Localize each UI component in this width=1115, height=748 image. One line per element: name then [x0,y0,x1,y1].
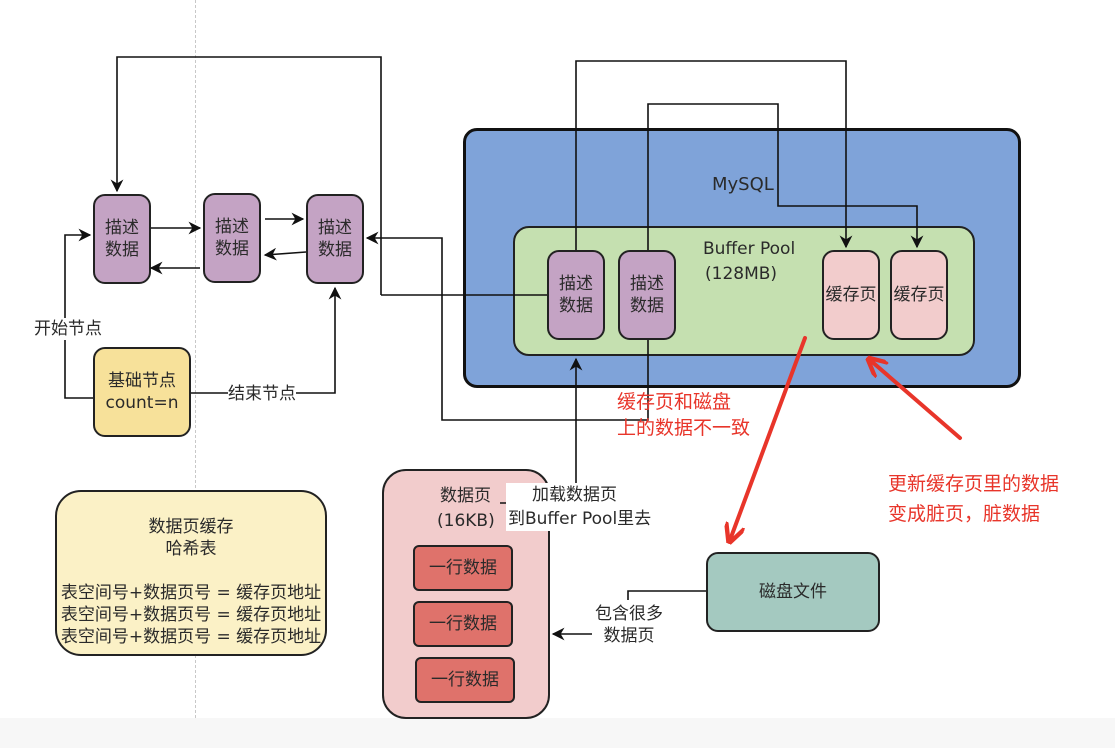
list-node-1[interactable]: 描述数据 [93,194,151,284]
base-node-count: count=n [105,393,179,413]
list-node-2-line2: 数据 [215,239,249,259]
annotation-inconsistent-1: 缓存页和磁盘 [617,391,732,413]
edge-label-start: 开始节点 [34,318,102,340]
pool-desc-label-1b: 数据 [559,296,593,316]
hash-table-entry: 表空间号+数据页号 = 缓存页地址 [60,583,322,603]
data-row-2[interactable]: 一行数据 [413,601,513,647]
annotation-inconsistent-2: 上的数据不一致 [617,417,751,439]
pool-desc-label-2b: 数据 [630,296,664,316]
cache-page-label-2: 缓存页 [893,285,945,305]
wire-node3-to-node2 [263,247,307,261]
buffer-pool-size: (128MB) [705,264,778,284]
wire-end [191,286,342,394]
bottom-strip [0,718,1115,748]
annotation-inconsistent: 缓存页和磁盘 上的数据不一致 [617,389,750,441]
edge-label-load-2: 到Buffer Pool里去 [508,509,652,529]
data-row-label: 一行数据 [429,558,497,578]
pool-desc-block-2[interactable]: 描述数据 [618,250,676,340]
list-node-1-line1: 描述 [105,218,139,238]
edge-label-end: 结束节点 [228,383,296,405]
edge-label-contains-1: 包含很多 [595,604,663,624]
edge-label-load-1: 加载数据页 [532,485,617,505]
hash-table-title-2: 哈希表 [165,539,217,559]
list-node-3[interactable]: 描述数据 [306,194,364,284]
wire-disk-to-page [627,590,706,600]
cache-page-label-1: 缓存页 [825,285,877,305]
data-page-size: (16KB) [437,511,495,531]
cache-page-2[interactable]: 缓存页 [890,250,948,340]
hash-table-entry: 表空间号+数据页号 = 缓存页地址 [60,605,322,625]
list-node-3-line1: 描述 [318,218,352,238]
data-row-1[interactable]: 一行数据 [413,545,513,591]
pool-desc-label-1a: 描述 [559,274,593,294]
disk-file[interactable]: 磁盘文件 [706,552,880,632]
pool-desc-block-1[interactable]: 描述数据 [547,250,605,340]
list-node-3-line2: 数据 [318,240,352,260]
annotation-dirty-2: 变成脏页，脏数据 [888,503,1041,525]
edge-label-contains-2: 数据页 [603,626,655,646]
buffer-pool-title: Buffer Pool [703,239,796,259]
hash-table-entry: 表空间号+数据页号 = 缓存页地址 [60,627,322,647]
data-row-3[interactable]: 一行数据 [415,657,515,703]
data-row-label: 一行数据 [431,670,499,690]
list-node-1-line2: 数据 [105,240,139,260]
edge-label-contains: 包含很多 数据页 [595,603,663,647]
hash-table[interactable]: 数据页缓存 哈希表 表空间号+数据页号 = 缓存页地址 表空间号+数据页号 = … [55,490,327,656]
list-node-2[interactable]: 描述数据 [203,193,261,283]
data-page-title: 数据页 [440,486,491,506]
annotation-dirty-1: 更新缓存页里的数据 [888,473,1060,495]
wire-start [64,228,93,399]
data-row-label: 一行数据 [429,614,497,634]
mysql-title: MySQL [712,174,774,195]
list-node-2-line1: 描述 [215,217,249,237]
hash-table-title-1: 数据页缓存 [148,517,234,537]
disk-file-label: 磁盘文件 [759,582,827,602]
edge-label-load: 加载数据页 到Buffer Pool里去 [506,483,654,531]
cache-page-1[interactable]: 缓存页 [822,250,880,340]
pool-desc-label-2a: 描述 [630,274,664,294]
base-node-title: 基础节点 [107,371,176,391]
annotation-dirty: 更新缓存页里的数据 变成脏页，脏数据 [888,469,1059,529]
